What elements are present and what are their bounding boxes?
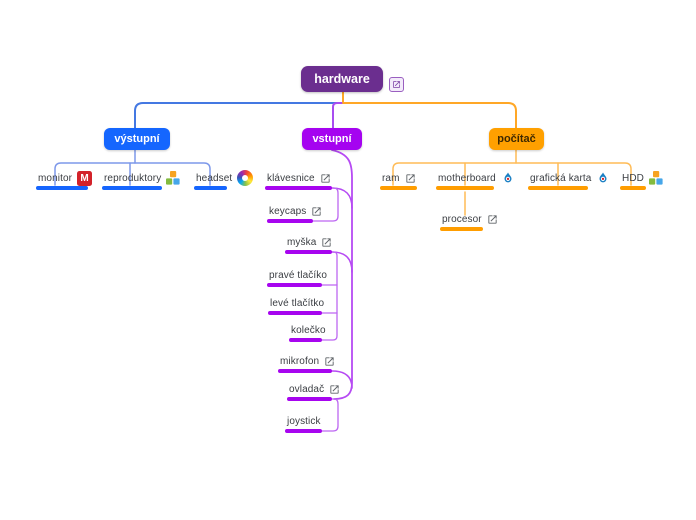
node-myska[interactable]: myška [285,236,332,254]
branch-line [102,186,162,190]
node-procesor[interactable]: procesor [440,213,498,231]
branch-line [194,186,227,190]
node-motherboard[interactable]: motherboard [436,172,515,190]
branch-vstupni[interactable]: vstupní [302,128,362,150]
flame-icon [501,171,515,185]
color-wheel-icon [237,170,254,186]
m-logo-icon: M [77,170,93,186]
branch-line [265,186,332,190]
branch-line [285,429,322,433]
node-klavesnice[interactable]: klávesnice [265,172,332,190]
node-monitor[interactable]: monitor M [36,170,93,190]
branch-line [436,186,494,190]
branch-line [289,338,322,342]
node-label: mikrofon [280,355,320,367]
node-headset[interactable]: headset [194,170,254,190]
node-keycaps[interactable]: keycaps [267,205,322,223]
node-label: keycaps [269,205,307,217]
external-link-icon[interactable] [487,214,498,225]
external-link-button[interactable] [389,77,404,92]
node-kolecko[interactable]: kolečko [289,324,326,342]
external-link-icon[interactable] [320,173,331,184]
branch-line [36,186,88,190]
branch-line [267,283,322,287]
node-joystick[interactable]: joystick [285,415,322,433]
external-link-icon[interactable] [324,356,335,367]
external-link-icon[interactable] [311,206,322,217]
branch-pocitac[interactable]: počítač [489,128,544,150]
node-label: klávesnice [267,172,315,184]
branch-vystupni[interactable]: výstupní [104,128,170,150]
node-label: ovladač [289,383,325,395]
node-reproduktory[interactable]: reproduktory [102,171,180,190]
node-label: motherboard [438,172,496,184]
node-label: procesor [442,213,482,225]
node-label: myška [287,236,317,248]
branch-line [380,186,417,190]
node-ram[interactable]: ram [380,172,417,190]
node-label: HDD [622,172,644,184]
blocks-icon [648,171,663,185]
node-label: joystick [287,415,321,427]
branch-line [268,311,322,315]
node-label: kolečko [291,324,326,336]
node-hdd[interactable]: HDD [620,171,663,190]
node-mikrofon[interactable]: mikrofon [278,355,335,373]
node-label: headset [196,172,233,184]
node-label: pravé tlačíko [269,269,327,281]
branch-line [285,250,332,254]
root-node-hardware[interactable]: hardware [301,66,383,92]
branch-line [278,369,332,373]
branch-line [440,227,483,231]
node-label: monitor [38,172,73,184]
external-link-icon[interactable] [321,237,332,248]
node-prave-tlacitko[interactable]: pravé tlačíko [267,269,327,287]
node-label: reproduktory [104,172,162,184]
blocks-icon [166,171,180,185]
node-leve-tlacitko[interactable]: levé tlačítko [268,297,324,315]
node-label: grafická karta [530,172,592,184]
external-link-icon [393,81,400,88]
external-link-icon[interactable] [329,384,340,395]
node-label: ram [382,172,400,184]
node-label: levé tlačítko [270,297,325,309]
node-ovladac[interactable]: ovladač [287,383,340,401]
flame-icon [596,171,610,185]
node-graficka-karta[interactable]: grafická karta [528,172,610,190]
branch-line [528,186,588,190]
branch-line [620,186,646,190]
branch-line [267,219,313,223]
external-link-icon[interactable] [405,173,416,184]
branch-line [287,397,332,401]
